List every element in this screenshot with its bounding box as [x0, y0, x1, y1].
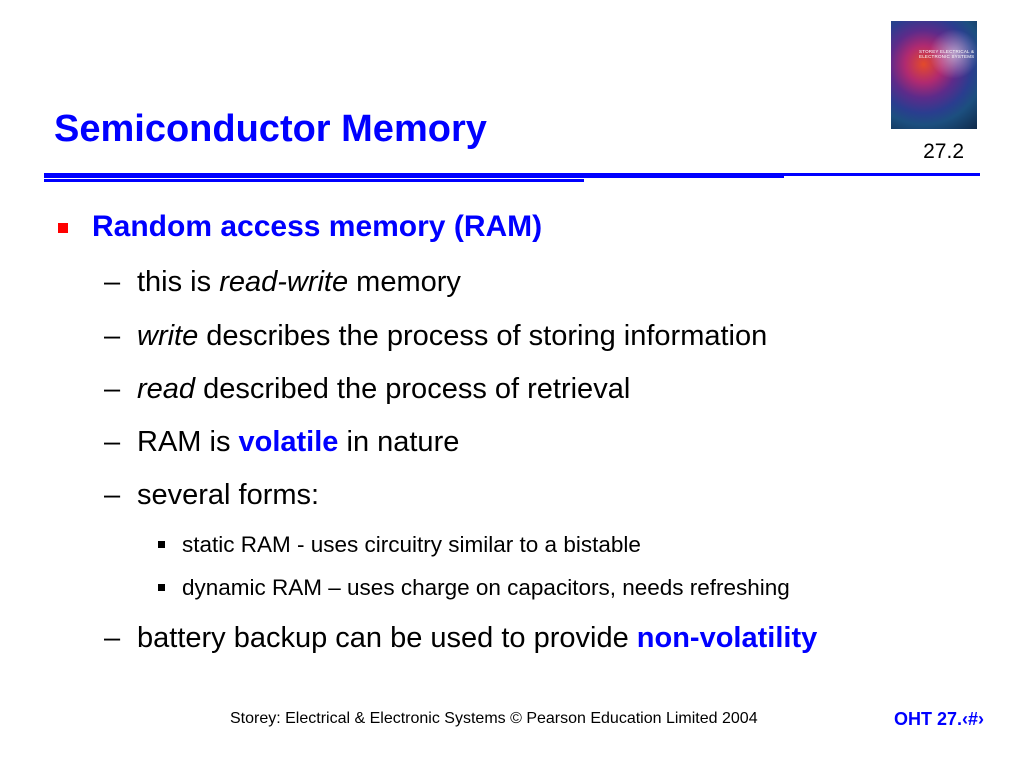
footer-copyright: Storey: Electrical & Electronic Systems … [230, 710, 758, 727]
title-rule-line-2 [44, 176, 784, 178]
list-item-highlight: non-volatility [636, 622, 818, 654]
bullet-square-icon [58, 223, 68, 233]
dash-bullet: – [104, 426, 121, 458]
list-item: –read described the process of retrieval [104, 375, 630, 404]
list-item-text: RAM is [137, 426, 239, 458]
bullet-heading: Random access memory (RAM) [92, 210, 543, 243]
list-item-highlight: volatile [238, 426, 339, 458]
dash-bullet: – [104, 479, 121, 511]
sub-list-item: dynamic RAM – uses charge on capacitors,… [182, 575, 790, 600]
list-item-text: in nature [338, 426, 460, 458]
book-cover-text: Storey Electrical & Electronic Systems [919, 49, 975, 59]
list-item-text: describes the process of storing informa… [198, 320, 768, 352]
list-item-text: described the process of retrieval [195, 373, 631, 405]
bullet-square-icon [158, 584, 165, 591]
list-item-text: battery backup can be used to provide [137, 622, 637, 654]
list-item-text: several forms: [137, 479, 320, 511]
title-rule-line-3 [44, 179, 584, 182]
list-item: –RAM is volatile in nature [104, 428, 459, 457]
list-item-emphasis: write [137, 320, 199, 352]
list-item: –this is read-write memory [104, 268, 461, 297]
book-cover-image: Storey Electrical & Electronic Systems [891, 21, 977, 129]
dash-bullet: – [104, 622, 121, 654]
footer-slide-number: OHT 27.‹#› [893, 709, 984, 729]
list-item: –write describes the process of storing … [104, 322, 767, 351]
list-item-emphasis: read [137, 373, 196, 405]
title-rule-line-1 [44, 173, 980, 176]
page-number: 27.2 [923, 140, 964, 163]
dash-bullet: – [104, 266, 121, 298]
sub-list-item: static RAM - uses circuitry similar to a… [182, 532, 641, 557]
list-item-emphasis: read-write [219, 266, 349, 298]
list-item-text: this is [137, 266, 220, 298]
list-item: –battery backup can be used to provide n… [104, 624, 817, 653]
dash-bullet: – [104, 320, 121, 352]
bullet-square-icon [158, 541, 165, 548]
list-item-text: memory [348, 266, 461, 298]
slide-title: Semiconductor Memory [54, 108, 487, 150]
book-cover-glow [929, 29, 977, 79]
dash-bullet: – [104, 373, 121, 405]
list-item: –several forms: [104, 481, 319, 510]
